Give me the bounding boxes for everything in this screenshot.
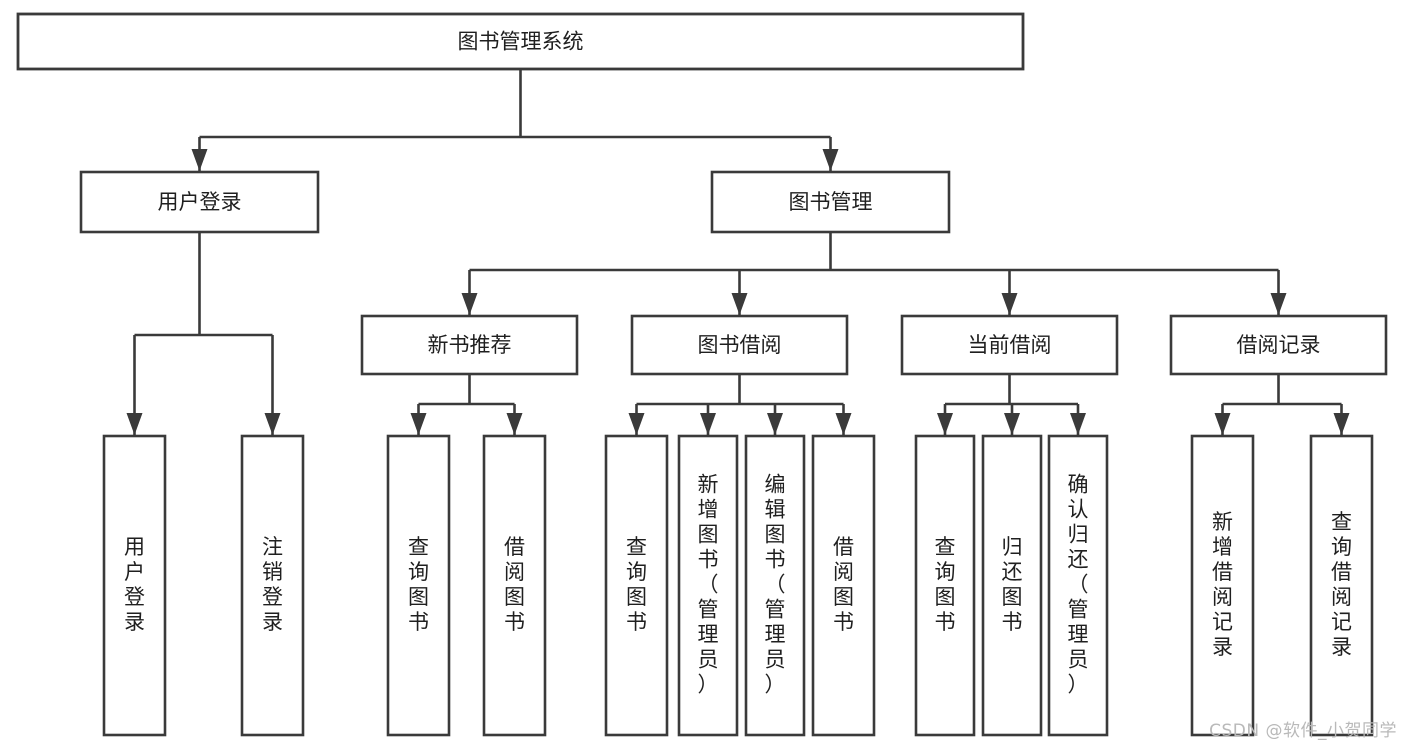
node-box-borrow-record[interactable] bbox=[1169, 314, 1388, 376]
node-label-leaf-query-book-current: 查询图书 bbox=[935, 535, 956, 634]
node-label-leaf-add-borrow-record: 新增借阅记录 bbox=[1212, 510, 1233, 659]
node-leaf-query-book-borrow[interactable]: 查询图书 bbox=[604, 434, 669, 737]
node-book-borrow[interactable]: 图书借阅 bbox=[630, 314, 849, 376]
node-leaf-edit-book[interactable]: 编辑图书（管理员） bbox=[744, 434, 806, 737]
node-box-book-manage[interactable] bbox=[710, 170, 951, 234]
node-box-leaf-query-book-borrow[interactable] bbox=[604, 434, 669, 737]
node-box-leaf-return-book[interactable] bbox=[981, 434, 1043, 737]
node-label-book-borrow: 图书借阅 bbox=[698, 333, 782, 357]
node-leaf-return-book[interactable]: 归还图书 bbox=[981, 434, 1043, 737]
node-box-new-book-recommend[interactable] bbox=[360, 314, 579, 376]
node-book-manage[interactable]: 图书管理 bbox=[710, 170, 951, 234]
arrow-head-icon-leaf-return-book bbox=[1004, 413, 1020, 435]
node-box-leaf-borrow-book[interactable] bbox=[811, 434, 876, 737]
arrow-head-icon-leaf-add-book bbox=[700, 413, 716, 435]
node-label-new-book-recommend: 新书推荐 bbox=[428, 333, 512, 357]
arrow-head-icon-leaf-user-login bbox=[126, 413, 143, 435]
node-label-borrow-record: 借阅记录 bbox=[1237, 333, 1321, 357]
node-label-leaf-add-book: 新增图书（管理员） bbox=[698, 473, 719, 697]
node-box-leaf-add-book[interactable] bbox=[677, 434, 739, 737]
node-label-current-borrow: 当前借阅 bbox=[968, 333, 1052, 357]
node-box-leaf-query-book-current[interactable] bbox=[914, 434, 976, 737]
node-leaf-confirm-return[interactable]: 确认归还（管理员） bbox=[1047, 434, 1109, 737]
node-label-leaf-borrow-book: 借阅图书 bbox=[833, 535, 854, 634]
node-box-leaf-edit-book[interactable] bbox=[744, 434, 806, 737]
node-box-root[interactable] bbox=[16, 12, 1025, 71]
arrow-head-icon-leaf-query-book-borrow bbox=[628, 413, 645, 435]
arrow-head-icon-leaf-borrow-book bbox=[835, 413, 852, 435]
node-label-root: 图书管理系统 bbox=[458, 30, 584, 54]
arrow-head-icon-leaf-query-borrow-record bbox=[1333, 413, 1350, 435]
node-label-leaf-borrow-book-recommend: 借阅图书 bbox=[504, 535, 525, 634]
node-box-leaf-user-logout[interactable] bbox=[240, 434, 305, 737]
nodes-layer: 图书管理系统用户登录图书管理新书推荐图书借阅当前借阅借阅记录用户登录注销登录查询… bbox=[16, 12, 1388, 737]
node-label-leaf-query-book-borrow: 查询图书 bbox=[626, 535, 647, 634]
arrow-head-icon-leaf-user-logout bbox=[264, 413, 281, 435]
node-box-leaf-confirm-return[interactable] bbox=[1047, 434, 1109, 737]
arrow-head-icon-current-borrow bbox=[1001, 293, 1018, 315]
node-label-leaf-query-book-recommend: 查询图书 bbox=[408, 535, 429, 634]
arrow-head-icon-leaf-confirm-return bbox=[1070, 413, 1086, 435]
node-box-leaf-user-login[interactable] bbox=[102, 434, 167, 737]
arrow-head-icon-book-borrow bbox=[731, 293, 748, 315]
node-box-book-borrow[interactable] bbox=[630, 314, 849, 376]
node-leaf-query-borrow-record[interactable]: 查询借阅记录 bbox=[1309, 434, 1374, 737]
node-label-user-login: 用户登录 bbox=[158, 190, 242, 214]
node-leaf-user-logout[interactable]: 注销登录 bbox=[240, 434, 305, 737]
arrow-head-icon-borrow-record bbox=[1270, 293, 1287, 315]
node-leaf-query-book-current[interactable]: 查询图书 bbox=[914, 434, 976, 737]
arrow-head-icon-leaf-borrow-book-recommend bbox=[506, 413, 523, 435]
arrow-head-icon-leaf-edit-book bbox=[767, 413, 783, 435]
node-new-book-recommend[interactable]: 新书推荐 bbox=[360, 314, 579, 376]
arrow-head-icon-leaf-query-book-recommend bbox=[410, 413, 427, 435]
node-box-user-login[interactable] bbox=[79, 170, 320, 234]
node-label-leaf-query-borrow-record: 查询借阅记录 bbox=[1331, 510, 1352, 659]
node-leaf-query-book-recommend[interactable]: 查询图书 bbox=[386, 434, 451, 737]
node-box-leaf-query-book-recommend[interactable] bbox=[386, 434, 451, 737]
node-leaf-add-book[interactable]: 新增图书（管理员） bbox=[677, 434, 739, 737]
node-label-leaf-user-logout: 注销登录 bbox=[262, 535, 283, 634]
node-current-borrow[interactable]: 当前借阅 bbox=[900, 314, 1119, 376]
node-label-leaf-confirm-return: 确认归还（管理员） bbox=[1068, 473, 1089, 697]
node-root[interactable]: 图书管理系统 bbox=[16, 12, 1025, 71]
node-box-leaf-add-borrow-record[interactable] bbox=[1190, 434, 1255, 737]
watermark-text: CSDN @软件_小贺同学 bbox=[1209, 721, 1397, 741]
arrow-head-icon-book-manage bbox=[822, 149, 839, 171]
node-box-leaf-query-borrow-record[interactable] bbox=[1309, 434, 1374, 737]
arrow-head-icon-user-login bbox=[191, 149, 208, 171]
node-box-current-borrow[interactable] bbox=[900, 314, 1119, 376]
node-user-login[interactable]: 用户登录 bbox=[79, 170, 320, 234]
arrow-head-icon-leaf-add-borrow-record bbox=[1214, 413, 1231, 435]
node-leaf-borrow-book-recommend[interactable]: 借阅图书 bbox=[482, 434, 547, 737]
node-leaf-add-borrow-record[interactable]: 新增借阅记录 bbox=[1190, 434, 1255, 737]
node-label-book-manage: 图书管理 bbox=[789, 190, 873, 214]
node-label-leaf-return-book: 归还图书 bbox=[1002, 535, 1023, 634]
node-box-leaf-borrow-book-recommend[interactable] bbox=[482, 434, 547, 737]
node-label-leaf-edit-book: 编辑图书（管理员） bbox=[765, 473, 786, 697]
arrow-head-icon-leaf-query-book-current bbox=[937, 413, 953, 435]
node-borrow-record[interactable]: 借阅记录 bbox=[1169, 314, 1388, 376]
arrow-head-icon-new-book-recommend bbox=[461, 293, 478, 315]
node-leaf-user-login[interactable]: 用户登录 bbox=[102, 434, 167, 737]
node-label-leaf-user-login: 用户登录 bbox=[124, 535, 145, 634]
connectors-layer bbox=[126, 69, 1350, 435]
node-leaf-borrow-book[interactable]: 借阅图书 bbox=[811, 434, 876, 737]
